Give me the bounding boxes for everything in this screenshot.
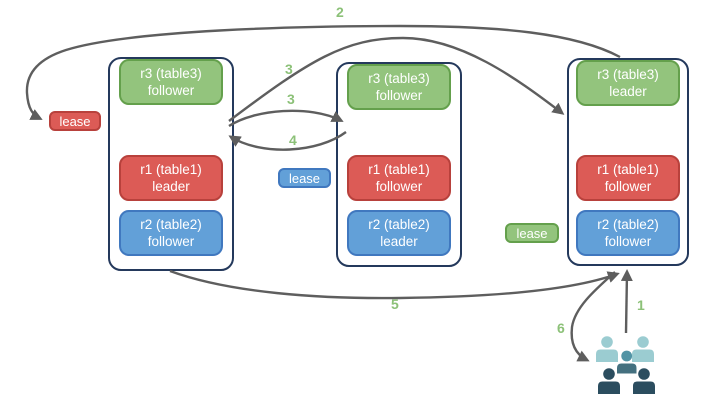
- replica-id: r1 (table1): [140, 162, 202, 177]
- step-label-1: 1: [637, 297, 645, 313]
- replica-id: r3 (table3): [368, 71, 430, 86]
- lease-badge-blue: lease: [278, 168, 331, 188]
- replica-role: follower: [147, 83, 195, 98]
- node-3-box: Node 3 r1 (table1) follower r2 (table2) …: [567, 58, 689, 266]
- replica-id: r2 (table2): [597, 217, 659, 232]
- replica-role: leader: [152, 179, 190, 194]
- replica-role: leader: [380, 234, 418, 249]
- replica-id: r2 (table2): [140, 217, 202, 232]
- step-label-5: 5: [391, 296, 399, 312]
- node-2-box: Node 2 r1 (table1) follower r2 (table2) …: [336, 62, 462, 267]
- step-label-3b: 3: [287, 91, 295, 107]
- step-label-3a: 3: [285, 61, 293, 77]
- replica-r3-node1: r3 (table3) follower: [119, 59, 223, 105]
- replica-role: follower: [604, 234, 652, 249]
- replica-role: leader: [609, 84, 647, 99]
- replica-id: r1 (table1): [368, 162, 430, 177]
- lease-badge-green: lease: [505, 223, 559, 243]
- replica-r1-node3: r1 (table1) follower: [576, 155, 680, 201]
- replica-r3-node3: r3 (table3) leader: [576, 60, 680, 106]
- replica-role: follower: [375, 88, 423, 103]
- lease-badge-red: lease: [49, 111, 101, 131]
- replica-r2-node1: r2 (table2) follower: [119, 210, 223, 256]
- arrow-step-1-client-to-node3: [620, 269, 633, 334]
- replica-id: r1 (table1): [597, 162, 659, 177]
- replica-r1-node2: r1 (table1) follower: [347, 155, 451, 201]
- step-label-4: 4: [289, 132, 297, 148]
- step-label-2: 2: [336, 4, 344, 20]
- replica-r2-node3: r2 (table2) follower: [576, 210, 680, 256]
- replica-role: follower: [604, 179, 652, 194]
- replica-r2-node2: r2 (table2) leader: [347, 210, 451, 256]
- arrow-step-3-leader-to-node2-follower: [228, 109, 344, 128]
- step-label-6: 6: [557, 320, 565, 336]
- replica-r1-node1: r1 (table1) leader: [119, 155, 223, 201]
- node-1-box: Node 1 r1 (table1) leader r2 (table2) fo…: [108, 57, 234, 271]
- replica-role: follower: [375, 179, 423, 194]
- replica-r3-node2: r3 (table3) follower: [347, 64, 451, 110]
- replica-id: r3 (table3): [597, 67, 659, 82]
- arrow-step-5-node1-to-node3: [169, 269, 620, 300]
- replica-id: r2 (table2): [368, 217, 430, 232]
- replica-role: follower: [147, 234, 195, 249]
- people-group-icon: [596, 336, 655, 394]
- replica-id: r3 (table3): [140, 66, 202, 81]
